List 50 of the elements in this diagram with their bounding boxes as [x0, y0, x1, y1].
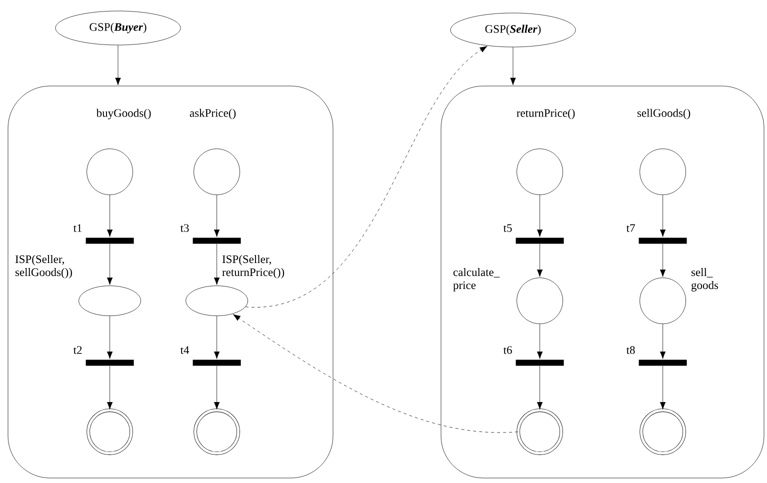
place-label: returnPrice() — [516, 108, 575, 120]
transition-label: t8 — [626, 346, 635, 354]
arrow — [214, 194, 220, 237]
place-ellipse — [78, 286, 141, 316]
place-label: ISP(Seller, sellGoods()) — [15, 255, 72, 278]
arrow — [510, 47, 516, 86]
arrow — [536, 244, 543, 277]
dashed-arrow — [245, 46, 488, 308]
place-label: buyGoods() — [96, 108, 151, 120]
place-label: askPrice() — [190, 108, 236, 120]
place-label: ISP(Seller, returnPrice()) — [222, 255, 284, 278]
arrow — [115, 45, 121, 86]
dashed-arrow — [232, 314, 518, 433]
place-circle — [640, 278, 686, 324]
place-label: calculate_ price — [453, 268, 500, 292]
place-circle — [516, 278, 563, 324]
place-circle — [640, 148, 686, 195]
final-place — [640, 408, 686, 455]
arrow — [536, 366, 543, 410]
transition-label: t7 — [626, 224, 635, 232]
place-label: sell_ goods — [691, 268, 718, 292]
group-box — [440, 86, 764, 478]
arrow — [660, 194, 666, 237]
place-ellipse — [186, 286, 248, 316]
place-label: sellGoods() — [637, 108, 690, 120]
place-circle — [516, 148, 563, 195]
group-box — [8, 86, 334, 478]
transition-label: t4 — [180, 346, 190, 354]
transition-label: t3 — [180, 224, 189, 232]
transition-label: t2 — [73, 346, 82, 354]
arrow — [660, 244, 666, 277]
transition-label: t1 — [73, 224, 82, 232]
arrow — [106, 194, 113, 237]
place-circle — [86, 148, 133, 195]
arrow — [106, 316, 113, 359]
arrow — [536, 324, 543, 359]
arrow — [214, 316, 220, 359]
transition-label: t5 — [503, 224, 512, 232]
arrow — [660, 324, 666, 359]
arrow — [106, 366, 113, 410]
arrow — [214, 244, 220, 285]
final-place — [194, 408, 240, 455]
transition-label: t6 — [503, 346, 512, 354]
final-place — [86, 408, 133, 455]
arrow — [106, 244, 113, 285]
arrow — [214, 366, 220, 410]
place-circle — [194, 148, 240, 195]
arrow — [536, 194, 543, 237]
final-place — [516, 408, 563, 455]
arrow — [660, 366, 666, 410]
